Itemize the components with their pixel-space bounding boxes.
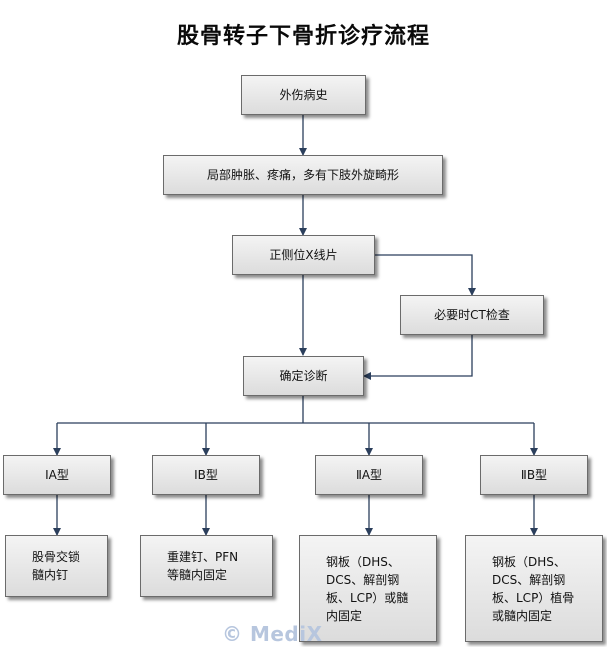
node-ct: 必要时CT检查 — [400, 295, 544, 335]
medix-watermark: © MediX — [222, 622, 323, 646]
node-symptoms: 局部肿胀、疼痛，多有下肢外旋畸形 — [163, 155, 443, 195]
node-type-iib-label: ⅡB型 — [520, 468, 548, 482]
node-type-iib: ⅡB型 — [480, 455, 588, 495]
node-treatment-iia: 钢板（DHS、 DCS、解剖钢 板、LCP）或髓 内固定 — [299, 535, 437, 642]
node-treatment-iia-label: 钢板（DHS、 DCS、解剖钢 板、LCP）或髓 内固定 — [326, 554, 409, 623]
node-type-ia-label: ⅠA型 — [45, 468, 69, 482]
node-diagnosis: 确定诊断 — [243, 356, 364, 396]
node-type-iia-label: ⅡA型 — [355, 468, 383, 482]
node-type-ia: ⅠA型 — [3, 455, 111, 495]
node-treatment-ia: 股骨交锁 髓内钉 — [5, 535, 108, 597]
node-treatment-ib-label: 重建钉、PFN 等髓内固定 — [167, 550, 239, 582]
node-type-ib: ⅠB型 — [152, 455, 260, 495]
node-treatment-ia-label: 股骨交锁 髓内钉 — [32, 550, 81, 582]
node-ct-label: 必要时CT检查 — [434, 308, 510, 322]
node-history-label: 外伤病史 — [279, 88, 328, 102]
node-xray-label: 正侧位X线片 — [269, 248, 338, 262]
node-diagnosis-label: 确定诊断 — [279, 369, 328, 383]
node-history: 外伤病史 — [241, 75, 366, 115]
node-type-iia: ⅡA型 — [315, 455, 423, 495]
node-symptoms-label: 局部肿胀、疼痛，多有下肢外旋畸形 — [206, 168, 399, 182]
node-treatment-iib-label: 钢板（DHS、 DCS、解剖钢 板、LCP）植骨 或髓内固定 — [492, 554, 575, 623]
arrow-ct-to-diagnosis — [363, 335, 473, 380]
node-treatment-iib: 钢板（DHS、 DCS、解剖钢 板、LCP）植骨 或髓内固定 — [465, 535, 603, 642]
node-type-ib-label: ⅠB型 — [194, 468, 218, 482]
arrow-xray-to-ct — [375, 254, 476, 296]
node-xray: 正侧位X线片 — [232, 235, 375, 275]
node-treatment-ib: 重建钉、PFN 等髓内固定 — [140, 535, 273, 597]
diagram-title: 股骨转子下骨折诊疗流程 — [176, 24, 430, 49]
